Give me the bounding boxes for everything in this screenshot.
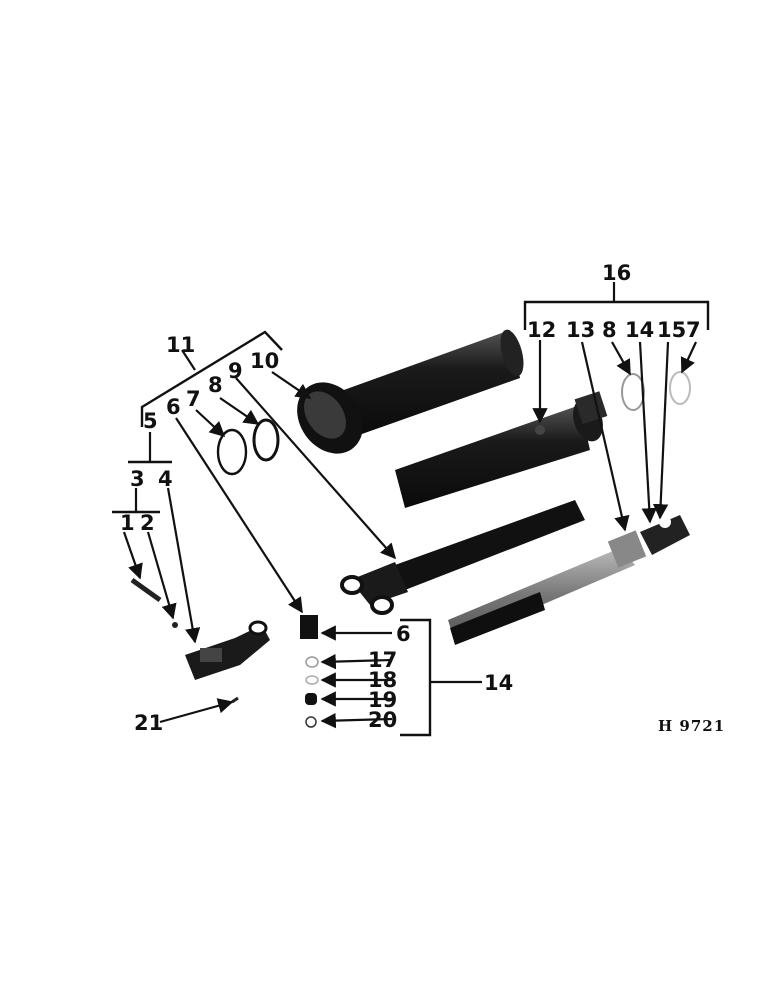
callout-16: 16 xyxy=(602,261,631,285)
cross-part-6 xyxy=(300,615,318,639)
leader-11 xyxy=(181,349,196,371)
callout-8: 8 xyxy=(208,373,223,397)
callout-6: 6 xyxy=(166,395,181,419)
leader-7 xyxy=(195,409,226,438)
outer-shield-tube xyxy=(297,329,524,454)
quick-coupler-yoke xyxy=(185,620,270,680)
callout-5: 5 xyxy=(143,409,158,433)
shield-ring-8 xyxy=(252,418,280,462)
callout-7-right: 7 xyxy=(686,318,701,342)
callout-7: 7 xyxy=(186,387,201,411)
outer-shaft-yoke xyxy=(448,515,690,645)
callout-20: 20 xyxy=(368,708,397,732)
callout-9: 9 xyxy=(228,359,243,383)
callout-11: 11 xyxy=(166,333,195,357)
bracket-16 xyxy=(523,300,710,330)
leader-20 xyxy=(320,712,393,729)
leader-13 xyxy=(580,341,630,532)
bearing-part-19 xyxy=(305,693,317,705)
callout-17: 17 xyxy=(368,648,397,672)
callout-12: 12 xyxy=(527,318,556,342)
seal-part-17 xyxy=(305,656,319,668)
callout-18: 18 xyxy=(368,668,397,692)
leader-7-right xyxy=(680,341,697,374)
leader-6 xyxy=(175,417,303,614)
snap-ring-part-20 xyxy=(305,716,317,728)
leader-1 xyxy=(122,531,143,580)
inner-shaft-yoke xyxy=(340,500,585,615)
leader-4 xyxy=(166,487,201,644)
leader-8-right xyxy=(611,341,631,376)
leader-15 xyxy=(652,341,670,520)
leader-14-right xyxy=(638,341,657,524)
shield-ring-7-right xyxy=(669,371,691,405)
bracket-14 xyxy=(400,618,432,737)
callout-1: 1 xyxy=(120,511,135,535)
callout-4: 4 xyxy=(158,467,173,491)
callout-21: 21 xyxy=(134,711,163,735)
callout-10: 10 xyxy=(250,349,279,373)
callout-6-kit: 6 xyxy=(396,622,411,646)
callout-13: 13 xyxy=(566,318,595,342)
shield-ring-8-right xyxy=(621,373,645,411)
callout-15: 15 xyxy=(657,318,686,342)
callout-19: 19 xyxy=(368,688,397,712)
callout-14-kit: 14 xyxy=(484,671,513,695)
leader-10 xyxy=(271,371,312,399)
leader-2 xyxy=(146,531,177,620)
bracket-11 xyxy=(140,330,283,427)
shield-ring-7 xyxy=(216,428,248,476)
leader-21 xyxy=(159,698,234,724)
spring-part-2 xyxy=(172,622,178,628)
callout-14: 14 xyxy=(625,318,654,342)
callout-3: 3 xyxy=(130,467,145,491)
callout-8-right: 8 xyxy=(602,318,617,342)
pin-part-21 xyxy=(231,696,239,704)
leader-9 xyxy=(235,377,397,560)
retainer-part-18 xyxy=(305,675,319,685)
pin-part-1 xyxy=(130,577,162,603)
leader-17 xyxy=(320,653,393,670)
figure-code: H 9721 xyxy=(658,717,725,735)
leader-8 xyxy=(219,397,260,425)
callout-2: 2 xyxy=(140,511,155,535)
